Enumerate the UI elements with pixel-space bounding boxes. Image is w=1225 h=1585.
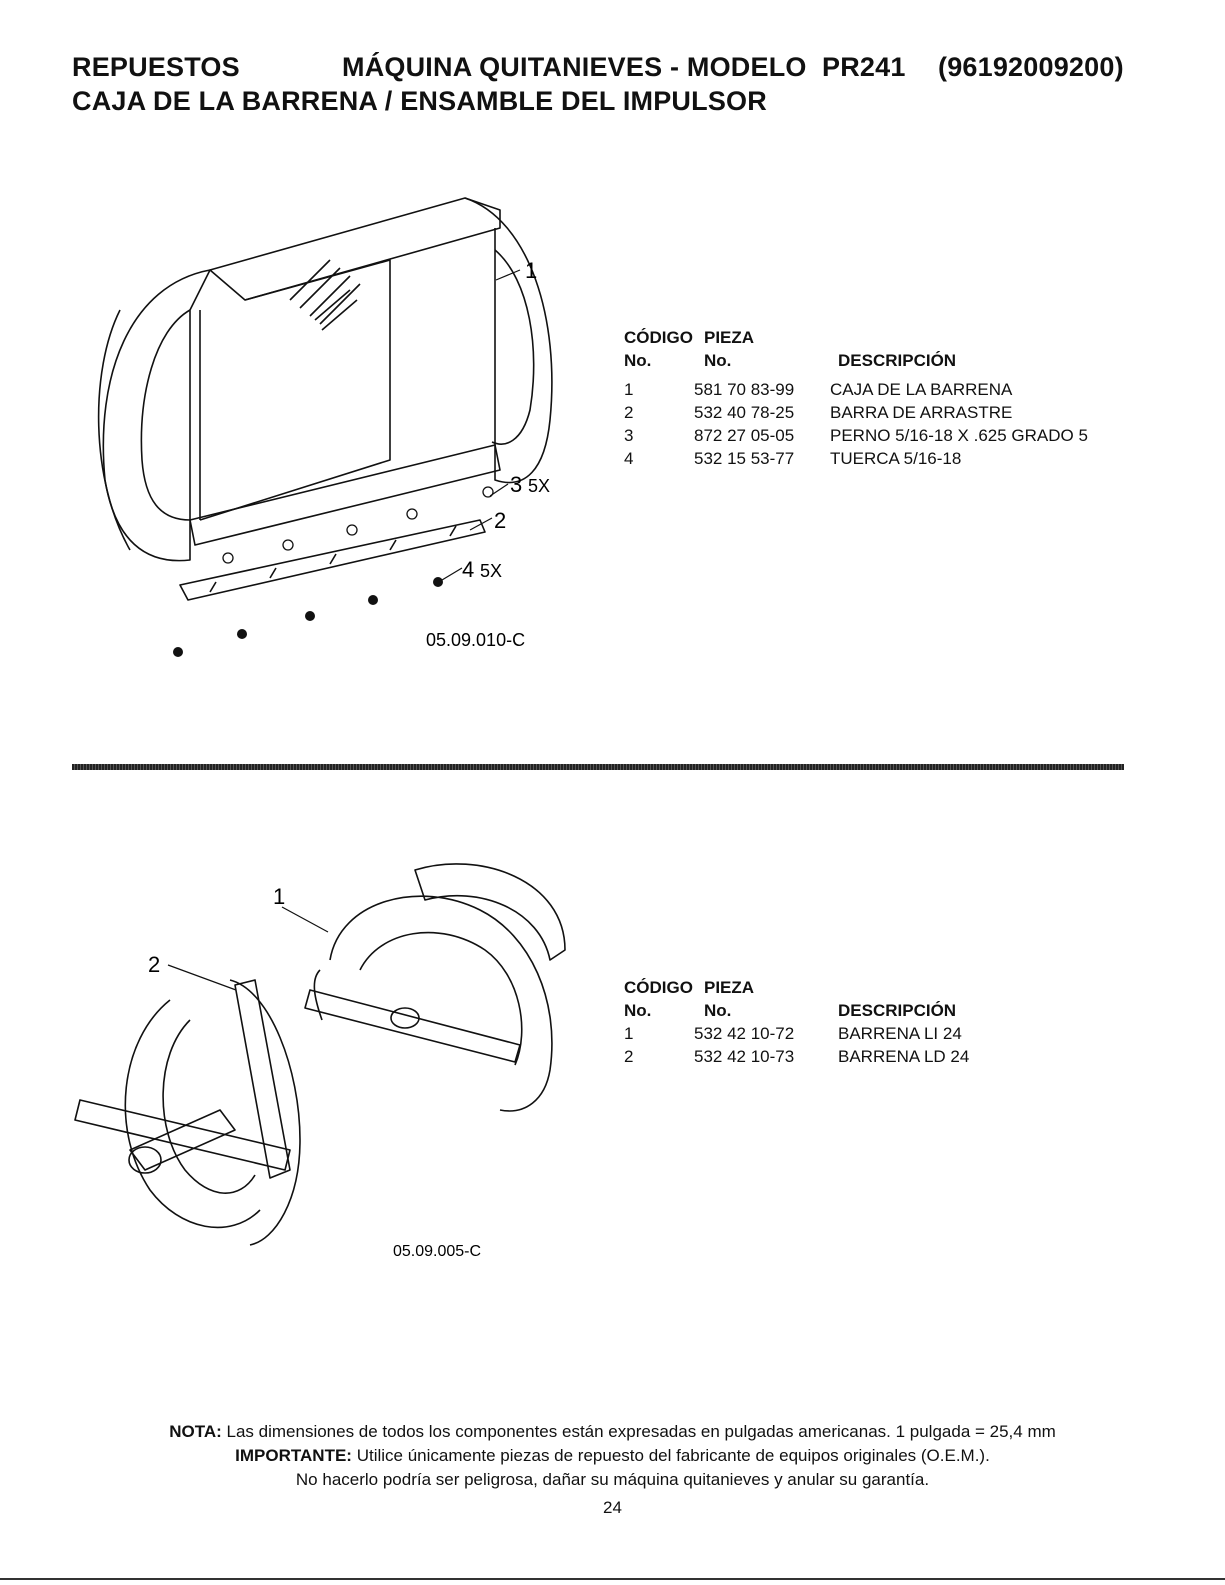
page-header: REPUESTOS MÁQUINA QUITANIEVES - MODELO P… <box>72 50 1162 118</box>
figure-code-1: 05.09.010-C <box>426 630 525 650</box>
col-descripcion: DESCRIPCIÓN <box>838 1001 957 1020</box>
row-part: 532 42 10-73 <box>694 1047 795 1066</box>
row-desc: BARRA DE ARRASTRE <box>830 403 1013 422</box>
row-part: 532 42 10-72 <box>694 1024 795 1043</box>
row-desc: BARRENA LI 24 <box>838 1024 962 1043</box>
header-subtitle: CAJA DE LA BARRENA / ENSAMBLE DEL IMPULS… <box>72 84 1162 118</box>
row-code: 1 <box>624 380 634 399</box>
table-2-head-top: CÓDIGO PIEZA <box>624 976 1124 999</box>
nota-line: NOTA: Las dimensiones de todos los compo… <box>0 1420 1225 1444</box>
parts-table-1: CÓDIGO PIEZA No. No. DESCRIPCIÓN 1 581 7… <box>624 326 1124 470</box>
callout-1: 1 <box>273 884 285 909</box>
row-desc: CAJA DE LA BARRENA <box>830 380 1013 399</box>
col-pieza: PIEZA <box>704 328 755 347</box>
importante-label: IMPORTANTE: <box>235 1446 352 1465</box>
row-code: 4 <box>624 449 634 468</box>
table-1-head-top: CÓDIGO PIEZA <box>624 326 1124 349</box>
col-codigo-no: No. <box>624 1001 652 1020</box>
col-pieza-no: No. <box>704 1001 732 1020</box>
row-code: 1 <box>624 1024 634 1043</box>
parts-table-2: CÓDIGO PIEZA No. No. DESCRIPCIÓN 1 532 4… <box>624 976 1124 1068</box>
callout-3: 3 <box>510 472 522 497</box>
table-1-head-bottom: No. No. DESCRIPCIÓN <box>624 349 1124 372</box>
row-desc: PERNO 5/16-18 X .625 GRADO 5 <box>830 426 1088 445</box>
row-code: 2 <box>624 403 634 422</box>
callout-1: 1 <box>525 258 537 283</box>
row-code: 2 <box>624 1047 634 1066</box>
auger-diagram: 1 2 05.09.005-C <box>74 863 566 1260</box>
col-codigo-no: No. <box>624 351 652 370</box>
figure-code-2: 05.09.005-C <box>393 1243 481 1260</box>
col-codigo: CÓDIGO <box>624 978 693 997</box>
callout-3-qty: 5X <box>528 476 550 496</box>
row-part: 532 40 78-25 <box>694 403 795 422</box>
bottom-rule <box>0 1578 1225 1580</box>
callout-2: 2 <box>148 952 160 977</box>
callout-4: 4 <box>462 557 474 582</box>
col-codigo: CÓDIGO <box>624 328 693 347</box>
row-part: 581 70 83-99 <box>694 380 795 399</box>
nota-text: Las dimensiones de todos los componentes… <box>221 1422 1056 1441</box>
header-model: PR241 <box>822 52 906 82</box>
importante-line: IMPORTANTE: Utilice únicamente piezas de… <box>0 1444 1225 1468</box>
table-row: 4 532 15 53-77 TUERCA 5/16-18 <box>624 447 1124 470</box>
row-desc: TUERCA 5/16-18 <box>830 449 962 468</box>
table-row: 1 532 42 10-72 BARRENA LI 24 <box>624 1022 1124 1045</box>
footer-note: NOTA: Las dimensiones de todos los compo… <box>0 1420 1225 1492</box>
header-code: (96192009200) <box>938 52 1124 82</box>
row-part: 872 27 05-05 <box>694 426 795 445</box>
row-code: 3 <box>624 426 634 445</box>
auger-housing-diagram: 1 3 5X 2 4 5X 05.09.010-C <box>97 197 553 657</box>
table-row: 2 532 42 10-73 BARRENA LD 24 <box>624 1045 1124 1068</box>
table-row: 3 872 27 05-05 PERNO 5/16-18 X .625 GRAD… <box>624 424 1124 447</box>
col-pieza: PIEZA <box>704 978 755 997</box>
callout-4-qty: 5X <box>480 561 502 581</box>
col-descripcion: DESCRIPCIÓN <box>838 351 957 370</box>
row-desc: BARRENA LD 24 <box>838 1047 970 1066</box>
warning-line: No hacerlo podría ser peligrosa, dañar s… <box>295 1470 930 1489</box>
row-part: 532 15 53-77 <box>694 449 795 468</box>
header-title-line: REPUESTOS MÁQUINA QUITANIEVES - MODELO P… <box>72 50 1162 84</box>
table-row: 1 581 70 83-99 CAJA DE LA BARRENA <box>624 378 1124 401</box>
header-center: MÁQUINA QUITANIEVES - MODELO <box>342 52 807 82</box>
importante-text: Utilice únicamente piezas de repuesto de… <box>351 1446 990 1465</box>
col-pieza-no: No. <box>704 351 732 370</box>
table-2-head-bottom: No. No. DESCRIPCIÓN <box>624 999 1124 1022</box>
header-subtitle-text: CAJA DE LA BARRENA / ENSAMBLE DEL IMPULS… <box>72 86 767 116</box>
callout-2: 2 <box>494 508 506 533</box>
nota-label: NOTA: <box>169 1422 222 1441</box>
header-left: REPUESTOS <box>72 52 240 82</box>
section-divider <box>72 764 1124 770</box>
table-row: 2 532 40 78-25 BARRA DE ARRASTRE <box>624 401 1124 424</box>
page-number: 24 <box>603 1498 622 1517</box>
